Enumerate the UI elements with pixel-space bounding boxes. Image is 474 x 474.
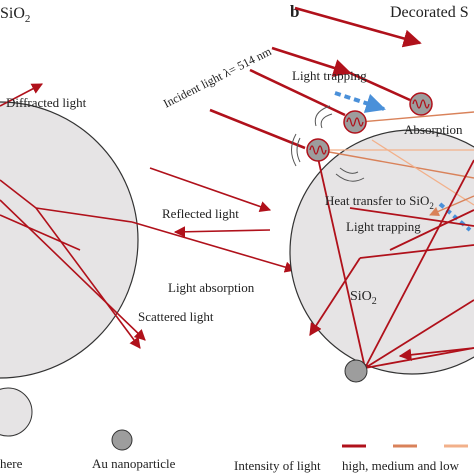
nanoparticle-bottom [344,359,368,383]
label-reflected: Reflected light [162,206,239,221]
ray-reflected-out [173,226,271,238]
legend-nanoparticle-label: Au nanoparticle [92,456,176,471]
label-absorption: Light absorption [168,280,255,295]
internal-ray-8 [389,209,474,251]
label-absorption-b: Absorption [404,122,463,137]
emission-waves-icon [335,167,365,182]
label-sio2-b: SiO2 [350,289,377,307]
internal-ray-1 [317,157,366,369]
internal-ray-6 [359,244,474,259]
oscillation-icon [412,99,430,109]
internal-ray-2 [364,299,474,369]
ray-scattered-2 [0,199,146,341]
panel-a: SiO2 Diffracted light Reflected light Li… [0,5,297,471]
internal-ray-5 [364,347,474,369]
incident-ray-2a [271,46,352,77]
incident-ray-4 [209,108,306,150]
sio2-sphere-b [289,129,474,375]
incident-ray-2b [349,71,411,102]
legend-nanoparticle-icon [111,429,133,451]
ray-scattered-1 [35,207,141,349]
ray-reflected-in [149,167,272,212]
sio2-sphere-a [0,101,139,379]
legend-levels-label: high, medium and low [342,458,460,473]
medium-ray-1 [317,149,474,179]
nanoparticle-1 [291,133,330,167]
legend-sphere-icon [0,387,33,437]
scattered-out-ray [309,257,361,337]
ray-diffracted [0,83,43,107]
medium-ray-2 [359,111,474,123]
legend-intensity-label: Intensity of light [234,458,321,473]
internal-ray-4 [398,347,474,362]
internal-ray-3 [364,159,474,369]
panel-b-letter: b [290,2,299,21]
label-heat-transfer: Heat transfer to SiO2 [325,193,434,211]
ray-inner-1 [0,179,37,209]
internal-ray-7 [349,207,474,227]
ray-absorption [131,221,297,273]
label-scattered: Scattered light [138,309,214,324]
ray-inner-3 [35,207,133,223]
light-trapping-arrow-mid [438,202,472,232]
medium-ray-3 [429,195,474,217]
panel-b: b Decorated S Incident light λ= 514 nm L… [161,2,474,473]
oscillation-icon [309,145,327,155]
label-trapping-top: Light trapping [292,68,367,83]
legend-sphere-label: here [0,456,23,471]
panel-a-title: SiO2 [0,5,30,25]
panel-b-title: Decorated S [390,4,469,21]
nanoparticle-3 [409,92,433,116]
incident-ray-3 [249,68,346,117]
label-trapping-mid: Light trapping [346,219,421,234]
emission-waves-icon [314,105,333,129]
label-incident: Incident light λ= 514 nm [161,44,274,111]
ray-inner-2 [0,214,81,251]
emission-waves-icon [291,133,301,167]
incident-ray-1 [294,6,422,48]
label-diffracted: Diffracted light [6,95,87,110]
light-trapping-arrow-top [334,91,386,113]
oscillation-icon [346,117,364,127]
nanoparticle-2 [343,110,367,134]
